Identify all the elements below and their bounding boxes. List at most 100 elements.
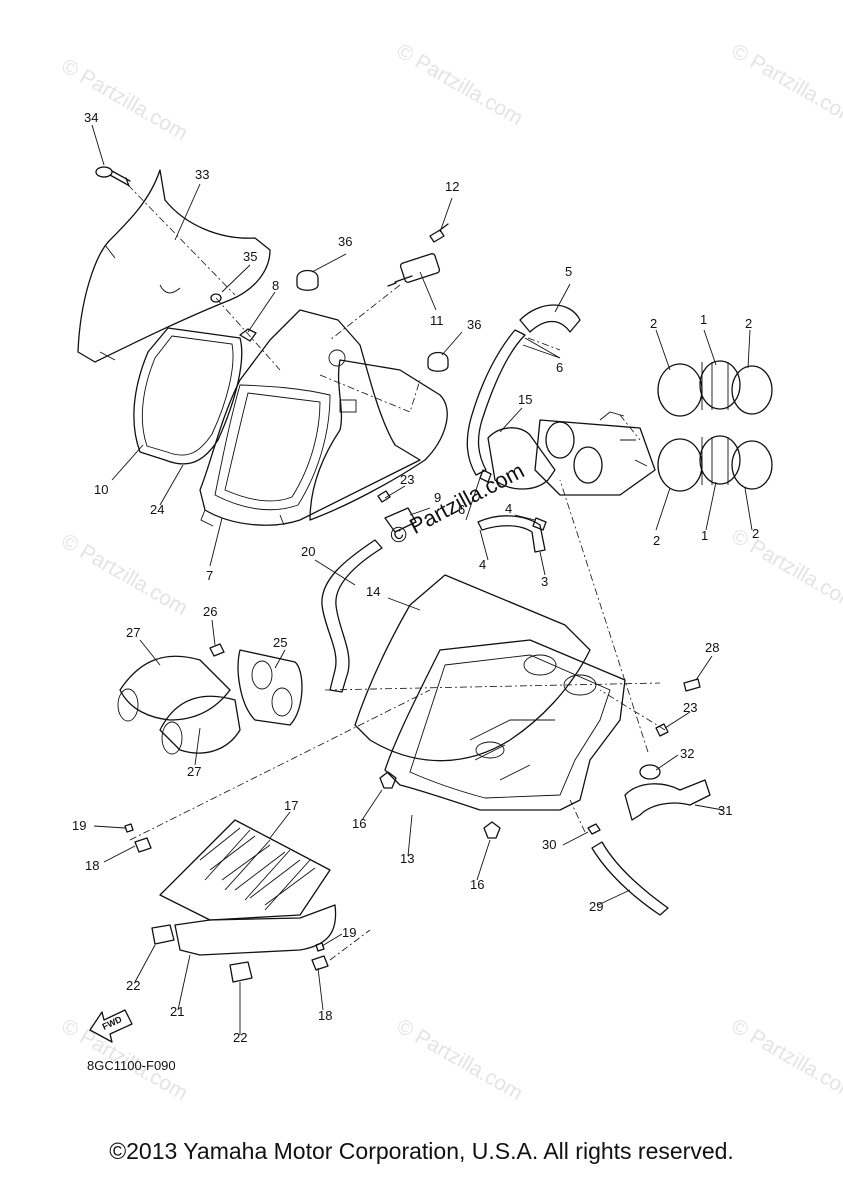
part-19-clip-b xyxy=(315,942,325,952)
part-18-clip-b xyxy=(311,955,329,971)
callout-36b: 36 xyxy=(467,317,481,332)
callout-23b: 23 xyxy=(683,700,697,715)
part-11-sensor xyxy=(387,253,441,287)
part-31-hose xyxy=(624,779,711,821)
callout-2d: 2 xyxy=(752,526,759,541)
watermark: © Partzilla.com xyxy=(728,39,843,130)
callout-31: 31 xyxy=(718,803,732,818)
part-18-clip-a xyxy=(134,837,152,853)
callout-25: 25 xyxy=(273,635,287,650)
part-5-hose xyxy=(519,304,581,333)
part-32-clamp xyxy=(639,764,661,780)
callout-30: 30 xyxy=(542,837,556,852)
callout-34: 34 xyxy=(84,110,98,125)
part-23-bolt xyxy=(377,490,391,503)
part-1-2-joints-lower xyxy=(657,435,773,492)
callout-14: 14 xyxy=(366,584,380,599)
callout-13: 13 xyxy=(400,851,414,866)
part-outer-shroud xyxy=(309,359,448,521)
watermark: © Partzilla.com xyxy=(393,1014,527,1105)
callout-5: 5 xyxy=(565,264,572,279)
callout-21: 21 xyxy=(170,1004,184,1019)
part-long-hose xyxy=(466,329,526,476)
callout-27a: 27 xyxy=(126,625,140,640)
callout-27b: 27 xyxy=(187,764,201,779)
callout-3: 3 xyxy=(541,574,548,589)
watermark: © Partzilla.com xyxy=(58,54,192,145)
part-33-top-cover xyxy=(77,169,271,363)
callout-35: 35 xyxy=(243,249,257,264)
callout-4a: 4 xyxy=(505,501,512,516)
part-19-clip-a xyxy=(124,823,134,833)
part-26-bolt xyxy=(209,643,225,657)
watermarks: © Partzilla.com © Partzilla.com © Partzi… xyxy=(58,39,843,1105)
callout-22b: 22 xyxy=(233,1030,247,1045)
callout-32: 32 xyxy=(680,746,694,761)
callout-29: 29 xyxy=(589,899,603,914)
callout-24: 24 xyxy=(150,502,164,517)
callout-19b: 19 xyxy=(342,925,356,940)
callout-2a: 2 xyxy=(650,316,657,331)
watermark: © Partzilla.com xyxy=(393,39,527,130)
callout-1a: 1 xyxy=(700,312,707,327)
part-29-drain-hose xyxy=(591,841,669,916)
part-30-clamp xyxy=(587,823,601,835)
callout-15: 15 xyxy=(518,392,532,407)
part-21-base xyxy=(174,904,337,956)
watermark: © Partzilla.com xyxy=(728,524,843,615)
callout-2b: 2 xyxy=(745,316,752,331)
copyright-notice: ©2013 Yamaha Motor Corporation, U.S.A. A… xyxy=(109,1138,734,1164)
part-7-airbox-frame xyxy=(199,309,421,527)
callout-33: 33 xyxy=(195,167,209,182)
assembly-lines xyxy=(127,184,666,961)
part-25-flange xyxy=(237,649,303,726)
callout-10: 10 xyxy=(94,482,108,497)
callout-23a: 23 xyxy=(400,472,414,487)
callout-20: 20 xyxy=(301,544,315,559)
part-20-hose xyxy=(321,539,383,693)
callout-26: 26 xyxy=(203,604,217,619)
part-10-gasket xyxy=(133,327,243,465)
callout-9: 9 xyxy=(434,490,441,505)
part-16-fastener-b xyxy=(483,821,501,839)
part-36-caps xyxy=(296,269,449,372)
part-34-screw xyxy=(95,166,131,187)
callout-22a: 22 xyxy=(126,978,140,993)
part-35-grommet xyxy=(210,293,222,303)
callout-16a: 16 xyxy=(352,816,366,831)
part-14-lid xyxy=(354,574,591,762)
callout-16b: 16 xyxy=(470,877,484,892)
callout-1b: 1 xyxy=(701,528,708,543)
diagram-code: 8GC1100-F090 xyxy=(87,1058,176,1073)
part-1-2-joints-upper xyxy=(657,360,773,417)
part-28-bolt xyxy=(683,678,701,692)
watermark: © Partzilla.com xyxy=(728,1014,843,1105)
callout-8: 8 xyxy=(272,278,279,293)
watermark: © Partzilla.com xyxy=(58,529,192,620)
callout-12: 12 xyxy=(445,179,459,194)
callout-6b: 6 xyxy=(458,502,465,517)
part-17-filter-grid xyxy=(159,819,331,921)
part-12-bolt xyxy=(429,223,449,243)
callout-2c: 2 xyxy=(653,533,660,548)
callout-36a: 36 xyxy=(338,234,352,249)
callout-18a: 18 xyxy=(85,858,99,873)
part-8-clip xyxy=(239,328,257,342)
part-22-pad-a xyxy=(151,924,175,945)
part-9-bracket xyxy=(384,507,417,533)
part-16-fastener-a xyxy=(379,771,397,789)
part-6-clamp xyxy=(479,469,492,483)
leader-lines xyxy=(91,124,753,1035)
callout-28: 28 xyxy=(705,640,719,655)
callout-19a: 19 xyxy=(72,818,86,833)
part-13-airbox xyxy=(384,639,626,811)
callouts: 34 33 35 8 10 24 7 36 11 12 36 5 6 15 2 … xyxy=(72,110,759,1045)
callout-4b: 4 xyxy=(479,557,486,572)
part-22-pad-b xyxy=(229,961,253,983)
callout-11: 11 xyxy=(430,313,444,328)
part-23-bolt-right xyxy=(655,723,669,737)
callout-6a: 6 xyxy=(556,360,563,375)
callout-18b: 18 xyxy=(318,1008,332,1023)
part-27-intake-tubes xyxy=(117,655,241,755)
